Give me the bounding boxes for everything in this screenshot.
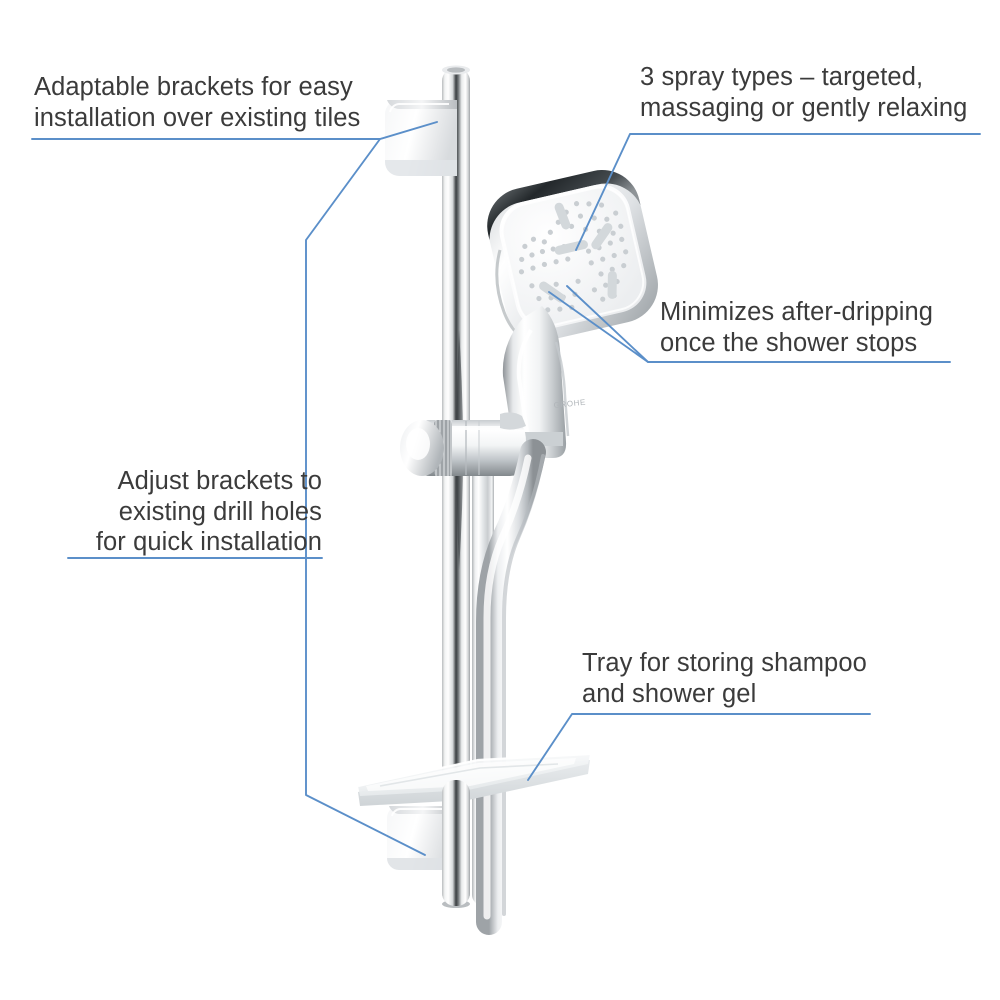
upper-wall-bracket [385,100,457,176]
callout-text-adjust: Adjust brackets to existing drill holes … [95,467,322,556]
callout-text-brackets: Adaptable brackets for easy installation… [34,73,361,132]
callout-text-tray: Tray for storing shampoo and shower gel [582,649,867,708]
grohe-logo: GROHE [553,398,586,410]
hand-shower-head [487,170,658,341]
callout-text-dripping: Minimizes after-dripping once the shower… [660,298,934,357]
slider-holder [400,412,526,476]
adjustment-knob [400,420,444,476]
shower-hose [476,439,546,935]
shower-rail-front-overlay [442,780,470,906]
callout-text-spray: 3 spray types – targeted, massaging or g… [640,63,968,122]
storage-tray [357,752,591,806]
